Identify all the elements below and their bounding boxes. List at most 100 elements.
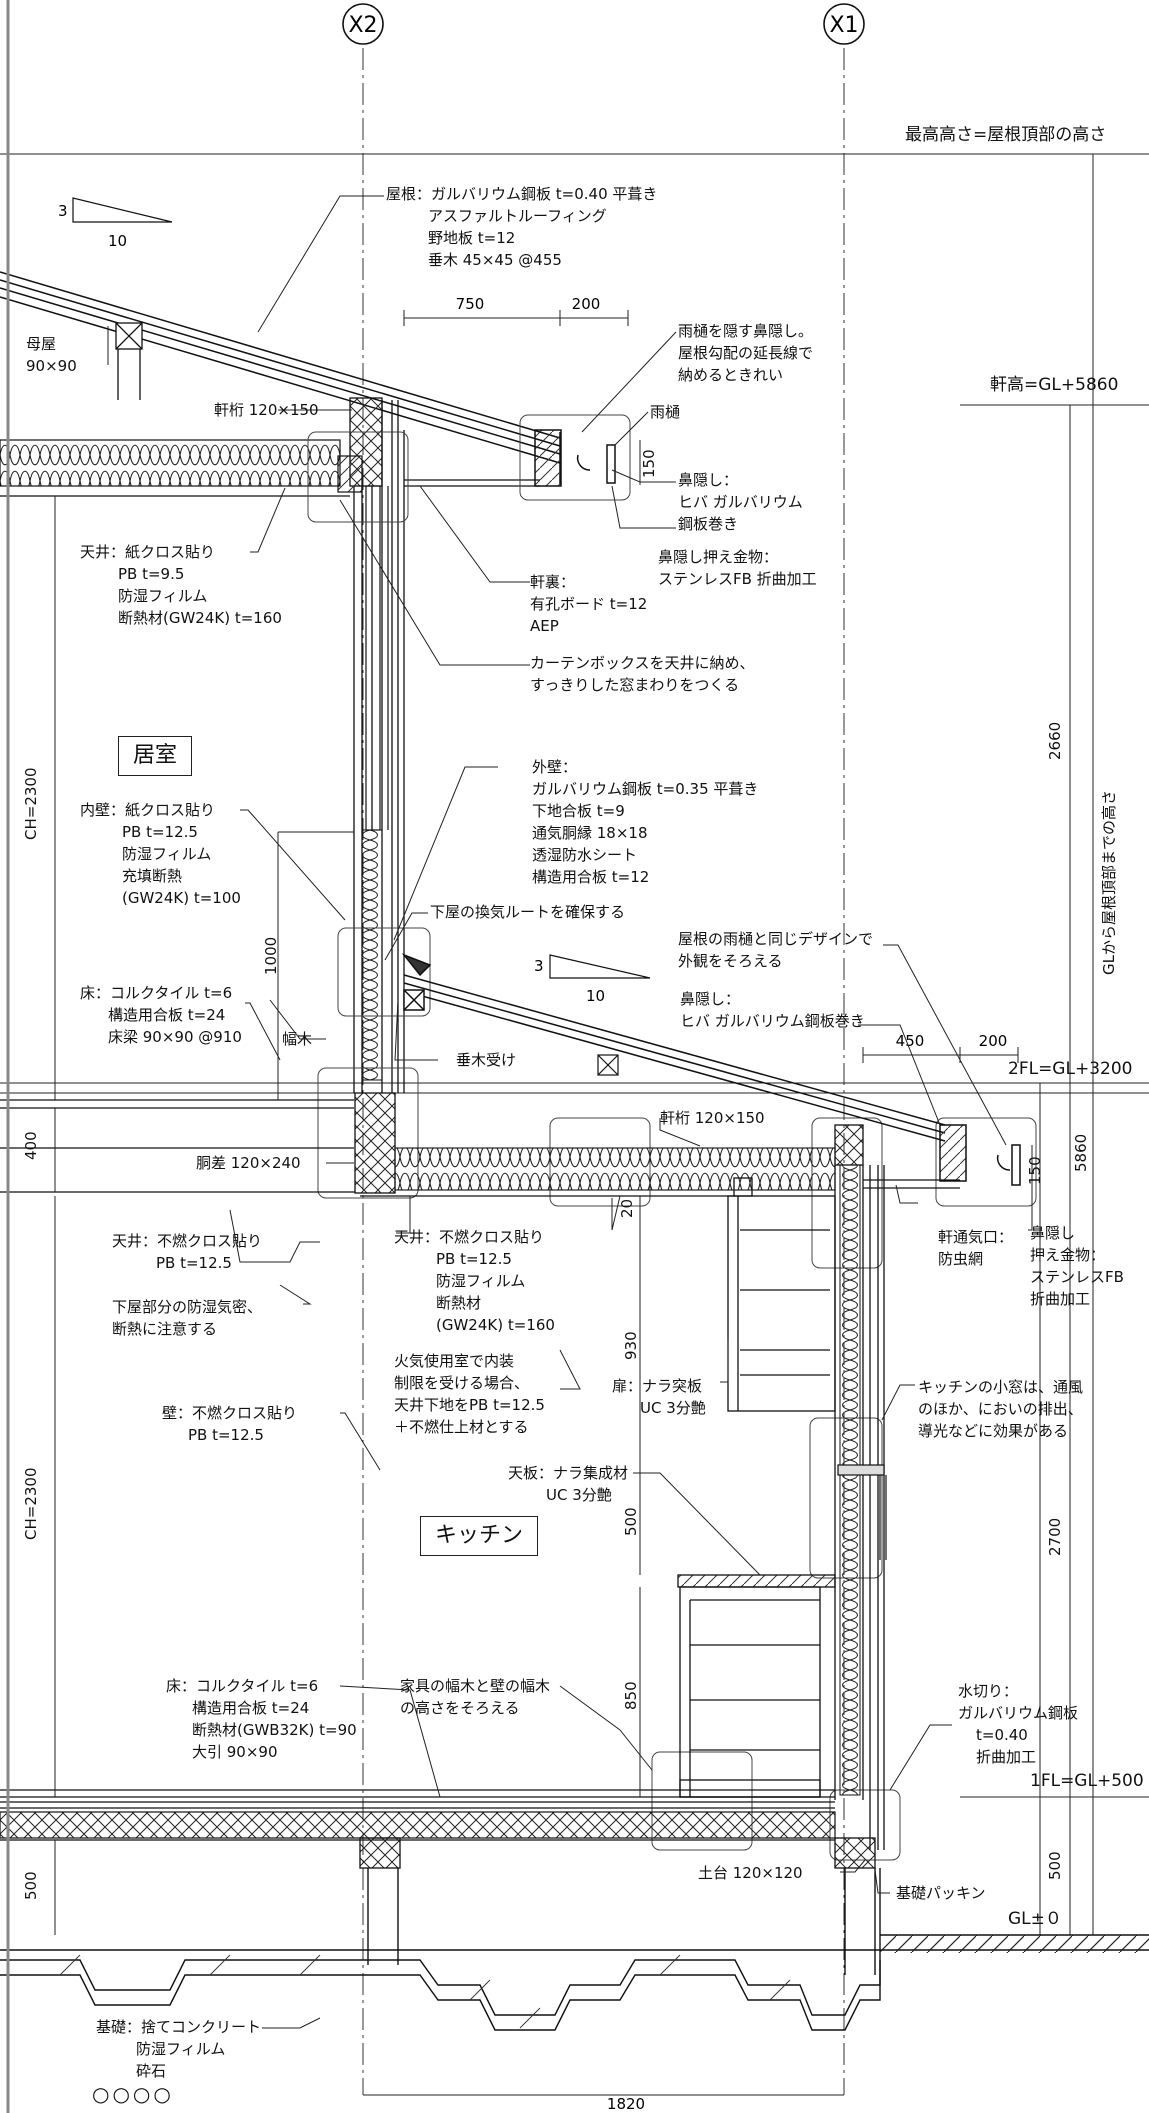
slope-rise-upper: 3 xyxy=(58,202,68,220)
note-fire: 火気使用室で内装 制限を受ける場合、 天井下地をPB t=12.5 ＋不燃仕上材… xyxy=(394,1352,545,1436)
note-gutter-hide: 雨樋を隠す鼻隠し。 屋根勾配の延長線で 納めるときれい xyxy=(678,322,814,384)
note-ceiling-upper: 天井：紙クロス貼り PB t=9.5 防湿フィルム 断熱材(GW24K) t=1… xyxy=(80,543,282,627)
dim-450: 450 xyxy=(896,1032,925,1050)
dim-400: 400 xyxy=(22,1131,40,1160)
note-countertop: 天板：ナラ集成材 UC 3分艶 xyxy=(508,1464,629,1504)
note-eave-vent: 軒通気口： 防虫網 xyxy=(938,1228,1014,1268)
lower-roof xyxy=(401,953,1021,1186)
right-dimension-lines xyxy=(1035,154,1100,1935)
dim-20: 20 xyxy=(618,1198,636,1218)
slope-indicators xyxy=(72,197,651,979)
note-girth: 胴差 120×240 xyxy=(196,1154,301,1172)
dim-930: 930 xyxy=(622,1331,640,1360)
lower-purlin xyxy=(597,1054,619,1076)
axis-markers: X2 X1 xyxy=(342,3,865,45)
upper-ceiling-insulation xyxy=(0,439,341,487)
horizontal-dimensions xyxy=(363,310,1033,2096)
dim-5860: 5860 xyxy=(1072,1133,1090,1172)
kitchen-window xyxy=(837,1464,887,1560)
note-roof: 屋根：ガルバリウム鋼板 t=0.40 平葺き アスファルトルーフィング 野地板 … xyxy=(386,185,658,269)
sills xyxy=(359,1837,876,1869)
note-foundation-packing: 基礎パッキン xyxy=(896,1884,986,1902)
note-fascia-fitting-upper: 鼻隠し押え金物： ステンレスFB 折曲加工 xyxy=(658,548,817,588)
dim-gl-total: GLから屋根頂部までの高さ xyxy=(1100,790,1118,975)
note-eave-beam-lower: 軒桁 120×150 xyxy=(660,1109,765,1127)
dim-500-right: 500 xyxy=(1046,1851,1064,1880)
axis-label-x2: X2 xyxy=(348,13,377,38)
note-cabinet-door: 扉：ナラ突板 UC 3分艶 xyxy=(612,1377,706,1417)
dim-500-kitchen: 500 xyxy=(622,1507,640,1536)
note-fascia-lower: 鼻隠し 押え金物： ステンレスFB 折曲加工 xyxy=(1030,1224,1124,1308)
note-fascia-mid: 鼻隠し： ヒバ ガルバリウム鋼板巻き xyxy=(680,990,865,1030)
dim-200-upper: 200 xyxy=(572,295,601,313)
axis-marker-x2 xyxy=(342,3,384,45)
note-kitchen-window: キッチンの小窓は、通風 のほか、においの排出、 導光などに効果がある xyxy=(918,1378,1084,1440)
foundation-hatching xyxy=(59,1954,791,2029)
slope-run-upper: 10 xyxy=(108,232,127,250)
note-purlin: 母屋 90×90 xyxy=(26,335,77,375)
level-max-height: 最高高さ=屋根頂部の高さ xyxy=(905,125,1107,145)
lower-floor-insulation xyxy=(0,1811,836,1839)
note-fascia-upper: 鼻隠し： ヒバ ガルバリウム 鋼板巻き xyxy=(678,471,803,533)
note-gutter: 雨樋 xyxy=(650,403,681,421)
purlin xyxy=(115,322,143,400)
note-curtain-box: カーテンボックスを天井に納め、 すっきりした窓まわりをつくる xyxy=(530,654,755,694)
slope-run-lower: 10 xyxy=(586,987,605,1005)
lower-wall-insulation-bottom xyxy=(839,1474,861,1796)
note-soffit: 軒裏： 有孔ボード t=12 AEP xyxy=(530,573,648,635)
level-2fl: 2FL=GL+3200 xyxy=(1008,1059,1133,1079)
note-baseboard-align: 家具の幅木と壁の幅木 の高さをそろえる xyxy=(400,1677,551,1717)
dim-2700: 2700 xyxy=(1046,1517,1064,1556)
ground-soil xyxy=(880,1935,1149,1953)
dim-200-lower: 200 xyxy=(979,1032,1008,1050)
dim-ch-lower: CH=2300 xyxy=(22,1467,40,1541)
room-label-kitchen: キッチン xyxy=(420,1516,539,1556)
level-eave-height: 軒高=GL+5860 xyxy=(990,375,1119,395)
wall-cabinet xyxy=(727,1177,836,1412)
note-baseboard: 幅木 xyxy=(282,1030,313,1048)
dim-850: 850 xyxy=(622,1681,640,1710)
dim-2660: 2660 xyxy=(1046,721,1064,760)
note-ceiling-lower-left: 天井：不燃クロス貼り PB t=12.5 xyxy=(112,1232,263,1272)
upper-soffit xyxy=(404,479,540,487)
note-vent-route: 下屋の換気ルートを確保する xyxy=(430,903,626,921)
upper-floor xyxy=(0,1092,396,1194)
note-ceiling-lower-mid: 天井：不燃クロス貼り PB t=12.5 防湿フィルム 断熱材 (GW24K) … xyxy=(394,1228,555,1334)
note-interior-wall-upper: 内壁：紙クロス貼り PB t=12.5 防湿フィルム 充填断熱 (GW24K) … xyxy=(80,801,241,907)
upper-wall-insulation xyxy=(361,829,383,1081)
axis-label-x1: X1 xyxy=(829,13,858,38)
note-floor-upper: 床：コルクタイル t=6 構造用合板 t=24 床梁 90×90 @910 xyxy=(80,984,242,1046)
dim-ch-upper: CH=2300 xyxy=(22,767,40,841)
note-foundation: 基礎：捨てコンクリート 防湿フィルム 砕石 xyxy=(96,2018,262,2080)
note-rafter-support: 垂木受け xyxy=(456,1051,517,1069)
note-airtight: 下屋部分の防湿気密、 断熱に注意する xyxy=(112,1298,263,1338)
dim-150-upper: 150 xyxy=(640,449,658,478)
slope-rise-lower: 3 xyxy=(534,957,544,975)
room-label-living: 居室 xyxy=(118,736,193,776)
note-wall-lower: 壁：不燃クロス貼り PB t=12.5 xyxy=(162,1404,298,1444)
gravel-symbol: ○○○○ xyxy=(92,2082,174,2106)
lower-floor xyxy=(0,1789,835,1809)
note-sill: 土台 120×120 xyxy=(698,1864,803,1882)
note-same-design: 屋根の雨樋と同じデザインで 外観をそろえる xyxy=(678,930,874,970)
detail-callout-boxes xyxy=(307,431,1037,1861)
dim-500-left: 500 xyxy=(22,1871,40,1900)
upper-window xyxy=(337,455,389,831)
dim-1820: 1820 xyxy=(607,2095,645,2113)
dim-750: 750 xyxy=(456,295,485,313)
level-1fl: 1FL=GL+500 xyxy=(1030,1771,1144,1791)
axis-marker-x1 xyxy=(823,3,865,45)
base-cabinet xyxy=(677,1574,836,1798)
lower-wall-insulation-top xyxy=(839,1164,861,1466)
upper-fascia-gutter xyxy=(519,414,631,501)
note-floor-lower: 床：コルクタイル t=6 構造用合板 t=24 断熱材(GWB32K) t=90… xyxy=(166,1677,357,1761)
leader-lines xyxy=(107,195,1033,2029)
dim-150-lower: 150 xyxy=(1026,1156,1044,1185)
lower-ceiling-insulation xyxy=(394,1147,836,1191)
note-eave-beam-upper: 軒桁 120×150 xyxy=(214,401,319,419)
level-gl: GL±０ xyxy=(1008,1909,1062,1929)
note-exterior-wall: 外壁： ガルバリウム鋼板 t=0.35 平葺き 下地合板 t=9 通気胴縁 18… xyxy=(532,758,759,886)
note-drip: 水切り： ガルバリウム鋼板 t=0.40 折曲加工 xyxy=(958,1682,1079,1766)
dim-1000: 1000 xyxy=(262,936,280,975)
